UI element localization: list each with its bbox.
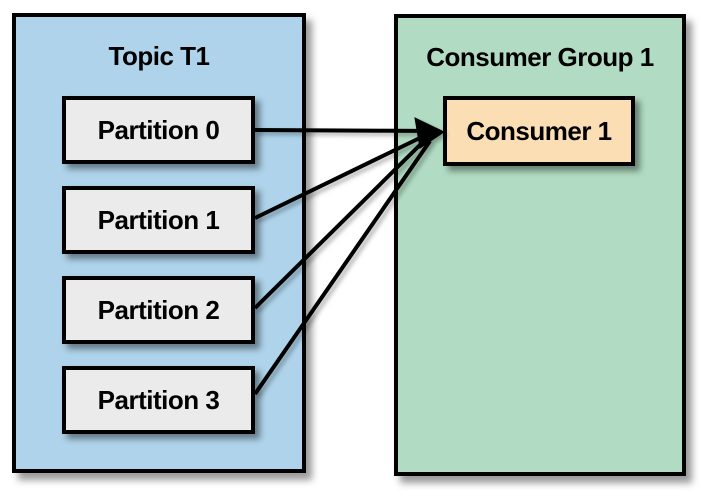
partition-0-node: Partition 0 — [62, 96, 255, 164]
partition-2-node: Partition 2 — [62, 276, 255, 344]
partition-1-label: Partition 1 — [97, 204, 220, 235]
partition-1-node: Partition 1 — [62, 186, 255, 254]
consumer-1-label: Consumer 1 — [466, 115, 612, 146]
topic-t1-container: Topic T1 Partition 0 Partition 1 Partiti… — [12, 13, 306, 473]
partition-3-node: Partition 3 — [62, 366, 255, 434]
consumer-group-1-container: Consumer Group 1 Consumer 1 — [394, 14, 686, 476]
partition-3-label: Partition 3 — [97, 384, 220, 415]
topic-title: Topic T1 — [108, 41, 210, 71]
partition-0-label: Partition 0 — [97, 114, 220, 145]
consumer-group-title: Consumer Group 1 — [426, 42, 654, 72]
partition-2-label: Partition 2 — [97, 294, 220, 325]
consumer-1-node: Consumer 1 — [443, 96, 635, 166]
